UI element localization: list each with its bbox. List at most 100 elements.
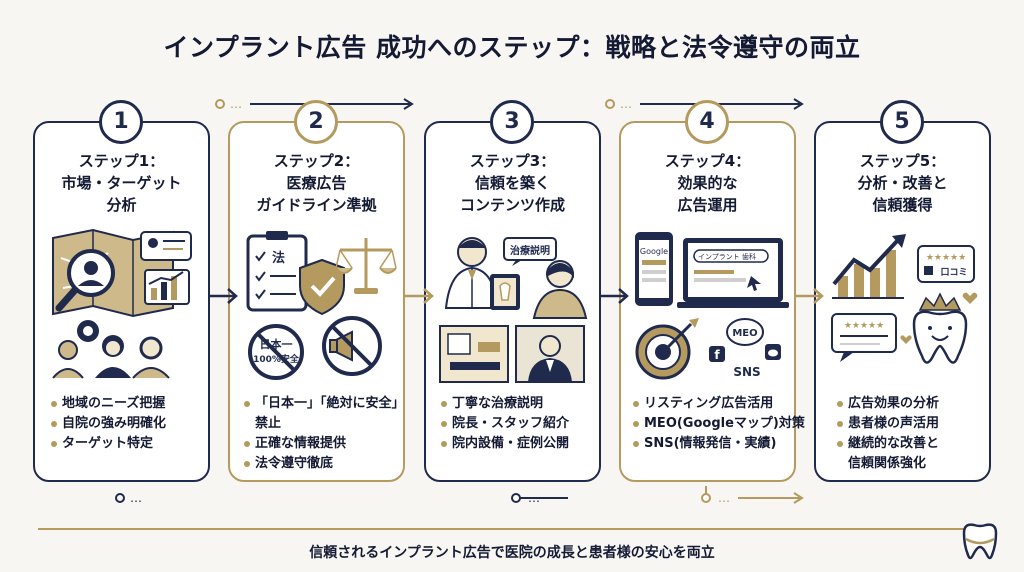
- heading-line: 効果的な: [677, 174, 738, 192]
- list-item: 正確な情報提供: [243, 434, 405, 454]
- growth-chart-icon: [832, 234, 906, 299]
- search-query-text: インプラント 歯科: [698, 252, 756, 261]
- speech-text: 治療説明: [510, 244, 550, 257]
- step-number-2: 2: [294, 100, 338, 144]
- list-item: MEO(Googleマップ)対策: [632, 414, 805, 434]
- rating-bubble-icon: ★★★★★: [831, 313, 897, 362]
- smiling-tooth-icon: [900, 292, 978, 364]
- bar-chart-icon: [144, 269, 190, 305]
- content-illustration: 治療説明: [439, 237, 588, 383]
- magnifier-icon: [55, 249, 115, 312]
- doctor-icon: [444, 237, 500, 309]
- page-title: インプラント広告 成功へのステップ：戦略と法令遵守の両立: [163, 33, 861, 62]
- shield-check-icon: [299, 258, 345, 316]
- clipboard-checklist-icon: 法: [246, 231, 308, 312]
- step-number-4: 4: [685, 100, 729, 144]
- step-bullets-1: 地域のニーズ把握 自院の強み明確化 ターゲット特定: [50, 394, 166, 454]
- footer-divider: [38, 528, 986, 530]
- no-megaphone-icon: [322, 316, 382, 376]
- checklist-label: 法: [272, 250, 285, 266]
- review-label: 口コミ: [940, 267, 967, 278]
- svg-text:★★★★★: ★★★★★: [926, 253, 966, 263]
- connector-bottom-2: …: [511, 491, 568, 505]
- review-card-icon: ★★★★★ 口コミ: [917, 245, 975, 283]
- heading-line: ステップ5：: [859, 152, 946, 170]
- list-item: 丁寧な治療説明: [440, 394, 569, 414]
- analysis-improvement-illustration: ★★★★★ 口コミ ★★★★★: [831, 234, 978, 364]
- arrow-right-icon: [794, 288, 824, 304]
- speech-bubble-icon: 治療説明: [503, 237, 557, 266]
- heading-line: 分析: [106, 196, 137, 214]
- step-number-1: 1: [99, 100, 143, 144]
- clinic-interior-photo: [439, 325, 509, 383]
- step-heading-2: ステップ2： 医療広告 ガイドライン準拠: [228, 150, 405, 216]
- people-group-icon: [52, 320, 170, 379]
- list-item: SNS(情報発信・実績): [632, 434, 805, 454]
- guideline-illustration: 法 日本一 100%安全: [246, 231, 397, 380]
- heading-line: 信頼を築く: [474, 174, 550, 192]
- twitter-icon: [765, 344, 781, 360]
- list-item: 継続的な改善と: [836, 434, 939, 454]
- connector-dots: …: [130, 491, 142, 505]
- list-item: 法令遵守徹底: [243, 454, 405, 474]
- meo-bubble-icon: MEO: [726, 318, 764, 346]
- meo-label: MEO: [732, 328, 757, 339]
- arrow-right-icon: [404, 288, 434, 304]
- prohibited-claim-icon: 日本一 100%安全: [248, 324, 304, 380]
- banned-claim-text: 日本一: [260, 337, 293, 351]
- heading-line: コンテンツ作成: [459, 196, 565, 214]
- step-heading-4: ステップ4： 効果的な 広告運用: [619, 150, 796, 216]
- heading-line: ガイドライン準拠: [256, 196, 377, 214]
- step-bullets-5: 広告効果の分析 患者様の声活用 継続的な改善と 信頼関係強化: [836, 394, 939, 474]
- list-item: 院長・スタッフ紹介: [440, 414, 569, 434]
- scales-icon: [335, 238, 397, 294]
- market-analysis-illustration: [52, 228, 192, 379]
- list-item: 自院の強み明確化: [50, 414, 166, 434]
- heading-line: ステップ4：: [664, 152, 751, 170]
- step-bullets-4: リスティング広告活用 MEO(Googleマップ)対策 SNS(情報発信・実績): [632, 394, 805, 454]
- list-item: 禁止: [255, 416, 282, 431]
- arrow-right-icon: [599, 288, 629, 304]
- tablet-icon: [490, 274, 520, 310]
- connector-dots: …: [620, 97, 632, 111]
- heading-line: ステップ3：: [469, 152, 556, 170]
- profile-card-icon: [140, 231, 192, 261]
- step-number-3: 3: [490, 100, 534, 144]
- arrow-right-icon: [208, 288, 238, 304]
- heading-line: 医療広告: [286, 174, 347, 192]
- google-label: Google: [640, 247, 668, 256]
- step-heading-1: ステップ1： 市場・ターゲット 分析: [33, 150, 210, 216]
- sns-label: SNS: [733, 365, 760, 379]
- svg-text:f: f: [714, 348, 720, 362]
- list-item: ターゲット特定: [50, 434, 166, 454]
- heading-line: ステップ1：: [78, 152, 165, 170]
- step-heading-3: ステップ3： 信頼を築く コンテンツ作成: [424, 150, 601, 216]
- step-bullets-3: 丁寧な治療説明 院長・スタッフ紹介 院内設備・症例公開: [440, 394, 569, 454]
- connector-dots: …: [230, 97, 242, 111]
- heading-line: ステップ2：: [273, 152, 360, 170]
- connector-dots: …: [718, 491, 730, 505]
- ad-operation-illustration: Google インプラント 歯科 MEO f SNS: [635, 232, 789, 380]
- list-item: 地域のニーズ把握: [50, 394, 166, 414]
- list-item: 院内設備・症例公開: [440, 434, 569, 454]
- connector-bottom-3: …: [701, 486, 804, 505]
- target-icon: [635, 318, 699, 380]
- list-item: リスティング広告活用: [632, 394, 805, 414]
- list-item: 「日本一」「絶対に安全」: [243, 394, 405, 414]
- heading-line: 分析・改善と: [857, 174, 948, 192]
- director-photo: [515, 325, 585, 383]
- footer-text: 信頼されるインプラント広告で医院の成長と患者様の安心を両立: [309, 545, 715, 561]
- step-heading-5: ステップ5： 分析・改善と 信頼獲得: [814, 150, 991, 216]
- heading-line: 信頼獲得: [872, 196, 933, 214]
- list-item: 信頼関係強化: [848, 456, 927, 471]
- patient-icon: [532, 260, 588, 319]
- facebook-icon: f: [709, 346, 725, 362]
- connector-dots: …: [528, 491, 540, 505]
- laptop-icon: インプラント 歯科: [677, 238, 789, 308]
- connector-top-1: …: [215, 97, 414, 111]
- list-item: 患者様の声活用: [836, 414, 939, 434]
- heading-line: 市場・ターゲット: [61, 174, 182, 192]
- svg-text:★★★★★: ★★★★★: [844, 321, 884, 331]
- step-number-5: 5: [880, 100, 924, 144]
- heading-line: 広告運用: [677, 196, 738, 214]
